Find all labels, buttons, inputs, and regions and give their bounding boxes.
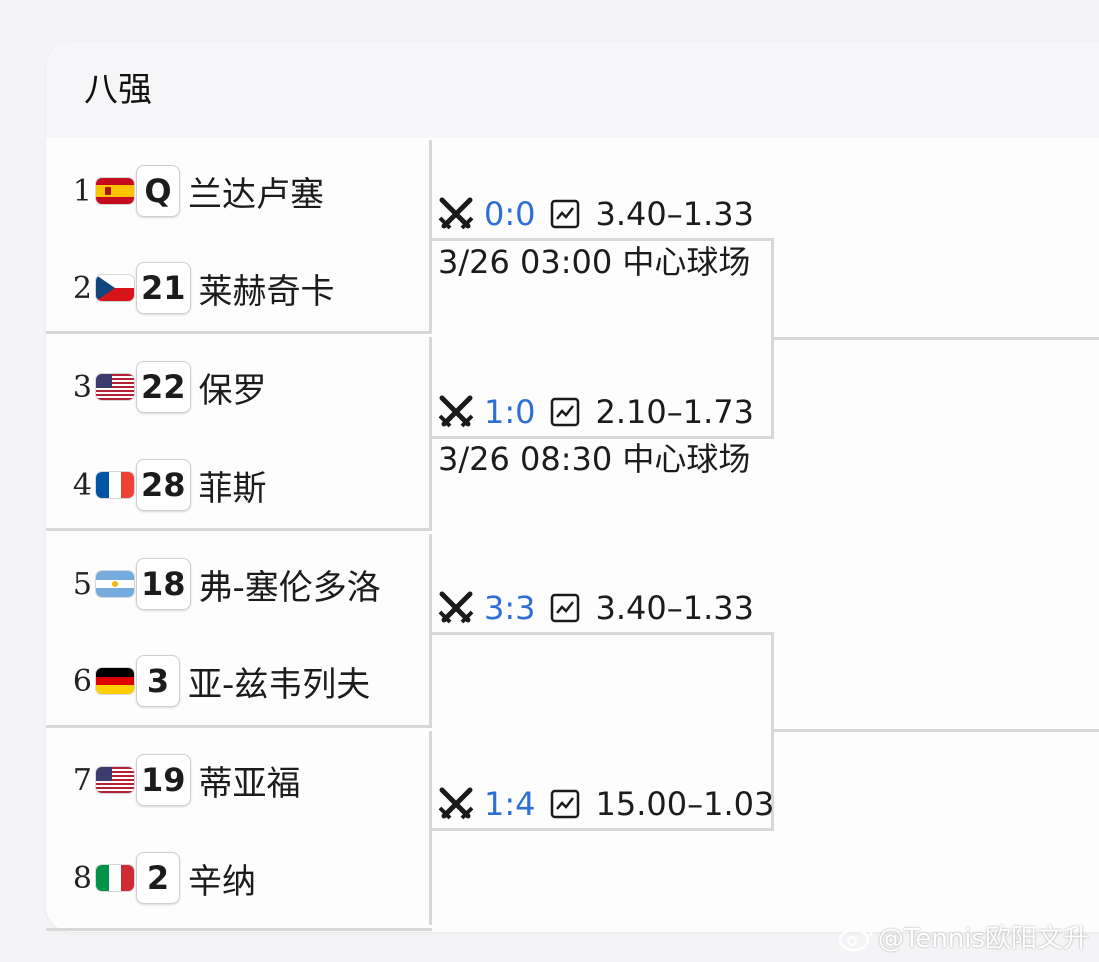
odds: 2.10–1.73 [595,393,755,431]
player-row[interactable]: 8 2 辛纳 [46,848,256,908]
divider [46,928,432,931]
player-name[interactable]: 亚-兹韦列夫 [188,664,371,705]
round-header [46,42,1099,138]
match-pair[interactable] [46,140,432,334]
spain-flag-icon [96,178,134,204]
draw-position: 8 [72,860,92,896]
seed-badge: 2 [136,852,180,904]
draw-position: 3 [72,369,92,405]
france-flag-icon [96,472,134,498]
draw-position: 2 [72,270,92,306]
semifinal-line [774,337,1099,340]
h2h-score[interactable]: 3:3 [484,589,536,627]
match-info[interactable]: 1:4 15.00–1.03 [432,782,774,826]
round-title: 八强 [84,70,152,110]
germany-flag-icon [96,668,134,694]
seed-badge: 22 [136,361,191,413]
player-row[interactable]: 7 19 蒂亚福 [46,750,301,810]
player-name[interactable]: 辛纳 [188,861,256,902]
match-pair[interactable] [46,731,432,925]
trend-chart-icon[interactable] [550,593,580,623]
seed-badge: Q [136,165,180,217]
player-row[interactable]: 2 21 莱赫奇卡 [46,258,335,318]
player-name[interactable]: 弗-塞伦多洛 [198,567,381,608]
player-name[interactable]: 保罗 [198,370,267,411]
player-row[interactable]: 4 28 菲斯 [46,455,267,515]
draw-position: 6 [72,663,92,699]
seed-badge: 18 [136,558,191,610]
draw-position: 5 [72,566,92,602]
bracket-connector [432,632,774,635]
watermark: @Tennis欧阳文升 [838,918,1089,955]
bracket-connector [771,238,774,438]
draw-position: 7 [72,762,92,798]
bracket-connector [432,828,774,831]
trend-chart-icon[interactable] [550,789,580,819]
seed-badge: 3 [136,655,180,707]
h2h-score[interactable]: 1:4 [484,785,536,823]
odds: 3.40–1.33 [595,195,755,233]
player-name[interactable]: 兰达卢塞 [188,174,324,215]
player-row[interactable]: 1 Q 兰达卢塞 [46,161,324,221]
player-name[interactable]: 菲斯 [198,468,267,509]
trend-chart-icon[interactable] [550,397,580,427]
crossed-swords-icon [438,395,474,428]
bracket-connector [432,238,774,241]
usa-flag-icon [96,374,134,400]
seed-badge: 28 [136,459,191,511]
draw-position: 4 [72,467,92,503]
italy-flag-icon [96,865,134,891]
seed-badge: 21 [136,262,191,314]
watermark-text: @Tennis欧阳文升 [877,924,1089,954]
czech-flag-icon [96,275,134,301]
bracket-card [46,42,1099,932]
player-row[interactable]: 3 22 保罗 [46,357,267,417]
match-pair[interactable] [46,534,432,728]
match-schedule: 3/26 08:30 中心球场 [438,440,751,478]
match-info[interactable]: 0:0 3.40–1.33 [432,192,754,236]
player-row[interactable]: 5 18 弗-塞伦多洛 [46,554,381,614]
player-row[interactable]: 6 3 亚-兹韦列夫 [46,651,370,711]
h2h-score[interactable]: 1:0 [484,393,536,431]
match-info[interactable]: 1:0 2.10–1.73 [432,390,754,434]
odds: 15.00–1.03 [595,785,775,823]
player-name[interactable]: 莱赫奇卡 [198,271,335,312]
bracket-connector [432,436,774,439]
match-schedule: 3/26 03:00 中心球场 [438,243,751,281]
player-name[interactable]: 蒂亚福 [198,763,301,804]
crossed-swords-icon [438,787,474,820]
usa-flag-icon [96,767,134,793]
match-info[interactable]: 3:3 3.40–1.33 [432,586,754,630]
trend-chart-icon[interactable] [550,199,580,229]
argentina-flag-icon [96,571,134,597]
bracket-connector [771,632,774,830]
match-pair[interactable] [46,337,432,531]
h2h-score[interactable]: 0:0 [484,195,536,233]
weibo-icon [838,924,873,951]
seed-badge: 19 [136,754,191,806]
odds: 3.40–1.33 [595,589,755,627]
semifinal-line [774,729,1099,732]
draw-position: 1 [72,173,92,209]
crossed-swords-icon [438,197,474,230]
crossed-swords-icon [438,591,474,624]
